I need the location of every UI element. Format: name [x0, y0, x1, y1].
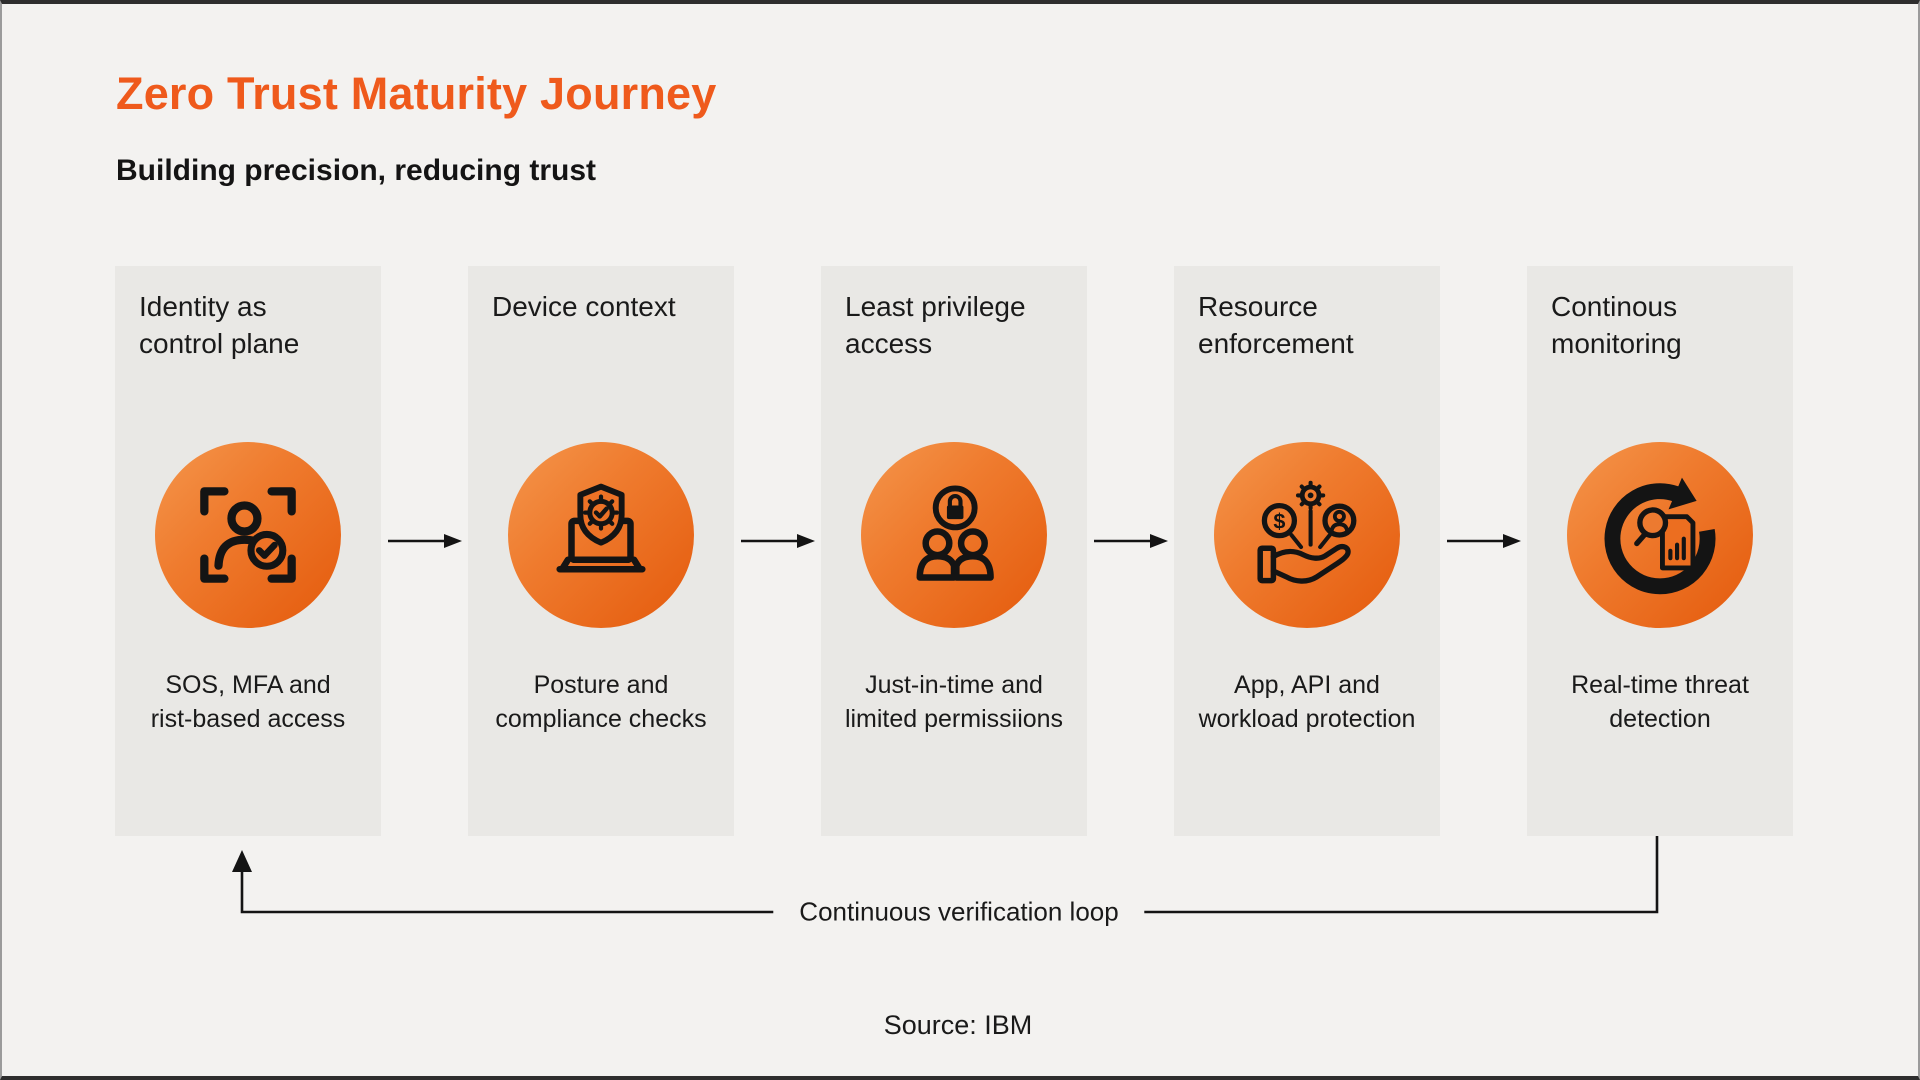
hand-resources-icon: $: [1257, 480, 1357, 584]
stage-title: Resource enforcement: [1198, 289, 1426, 363]
stage-desc-line: App, API and: [1234, 671, 1380, 699]
stage-desc-line: SOS, MFA and: [165, 671, 331, 699]
stage-continuous-monitoring: Continous monitoring R: [1527, 266, 1793, 836]
stage-title: Continous monitoring: [1551, 289, 1779, 363]
stage-device-context: Device context: [468, 266, 734, 836]
flow-connector: [381, 266, 468, 836]
flow-arrow-icon: [740, 534, 815, 548]
stage-identity-control-plane: Identity as control plane: [115, 266, 381, 836]
stage-title: Identity as control plane: [139, 289, 367, 363]
stage-title: Device context: [492, 289, 720, 326]
stage-description: SOS, MFA and rist-based access: [107, 668, 389, 736]
users-lock-icon: [916, 485, 994, 581]
stage-description: App, API and workload protection: [1166, 668, 1448, 736]
source-attribution: Source: IBM: [883, 1010, 1033, 1040]
page-subtitle: Building precision, reducing trust: [116, 154, 597, 187]
flow-connector: [1087, 266, 1174, 836]
stage-icon-badge: [508, 442, 694, 628]
stage-desc-line: compliance checks: [495, 705, 707, 733]
stage-desc-line: rist-based access: [150, 705, 346, 733]
stages-row: Identity as control plane: [115, 266, 1793, 836]
flow-connector: [734, 266, 821, 836]
stage-least-privilege: Least privilege access Just-in-time and …: [821, 266, 1087, 836]
stage-description: Just-in-time and limited permissiions: [813, 668, 1095, 736]
flow-arrow-icon: [1093, 534, 1168, 548]
flow-arrow-icon: [387, 534, 462, 548]
stage-title: Least privilege access: [845, 289, 1073, 363]
stage-title-line: Identity as: [139, 291, 267, 322]
page-title: Zero Trust Maturity Journey: [116, 68, 717, 119]
stage-icon-badge: [155, 442, 341, 628]
stage-title-line: Device context: [492, 291, 676, 322]
stage-desc-line: workload protection: [1198, 705, 1416, 733]
stage-description: Real-time threat detection: [1519, 668, 1801, 736]
stage-title-line: access: [845, 327, 933, 359]
stage-icon-badge: $: [1214, 442, 1400, 628]
stage-desc-line: limited permissiions: [844, 705, 1064, 733]
device-shield-icon: [556, 483, 646, 573]
stage-resource-enforcement: Resource enforcement: [1174, 266, 1440, 836]
loop-label: Continuous verification loop: [773, 896, 1145, 928]
flow-arrow-icon: [1446, 534, 1521, 548]
flow-connector: [1440, 266, 1527, 836]
stage-title-line: Least privilege: [845, 291, 1026, 322]
stage-desc-line: detection: [1609, 705, 1711, 733]
stage-desc-line: Just-in-time and: [865, 671, 1043, 699]
stage-desc-line: Posture and: [533, 671, 669, 699]
loop-arrowhead-icon: [232, 850, 252, 872]
stage-description: Posture and compliance checks: [460, 668, 742, 736]
monitoring-loop-icon: [1604, 477, 1716, 595]
stage-title-line: Resource: [1198, 291, 1318, 322]
stage-icon-badge: [1567, 442, 1753, 628]
identity-scan-icon: [200, 487, 296, 583]
stage-title-line: control plane: [139, 327, 300, 359]
stage-desc-line: Real-time threat: [1571, 671, 1749, 699]
stage-icon-badge: [861, 442, 1047, 628]
svg-text:$: $: [1273, 508, 1285, 533]
stage-title-line: monitoring: [1551, 327, 1682, 359]
stage-title-line: enforcement: [1198, 327, 1354, 359]
stage-title-line: Continous: [1551, 291, 1678, 322]
